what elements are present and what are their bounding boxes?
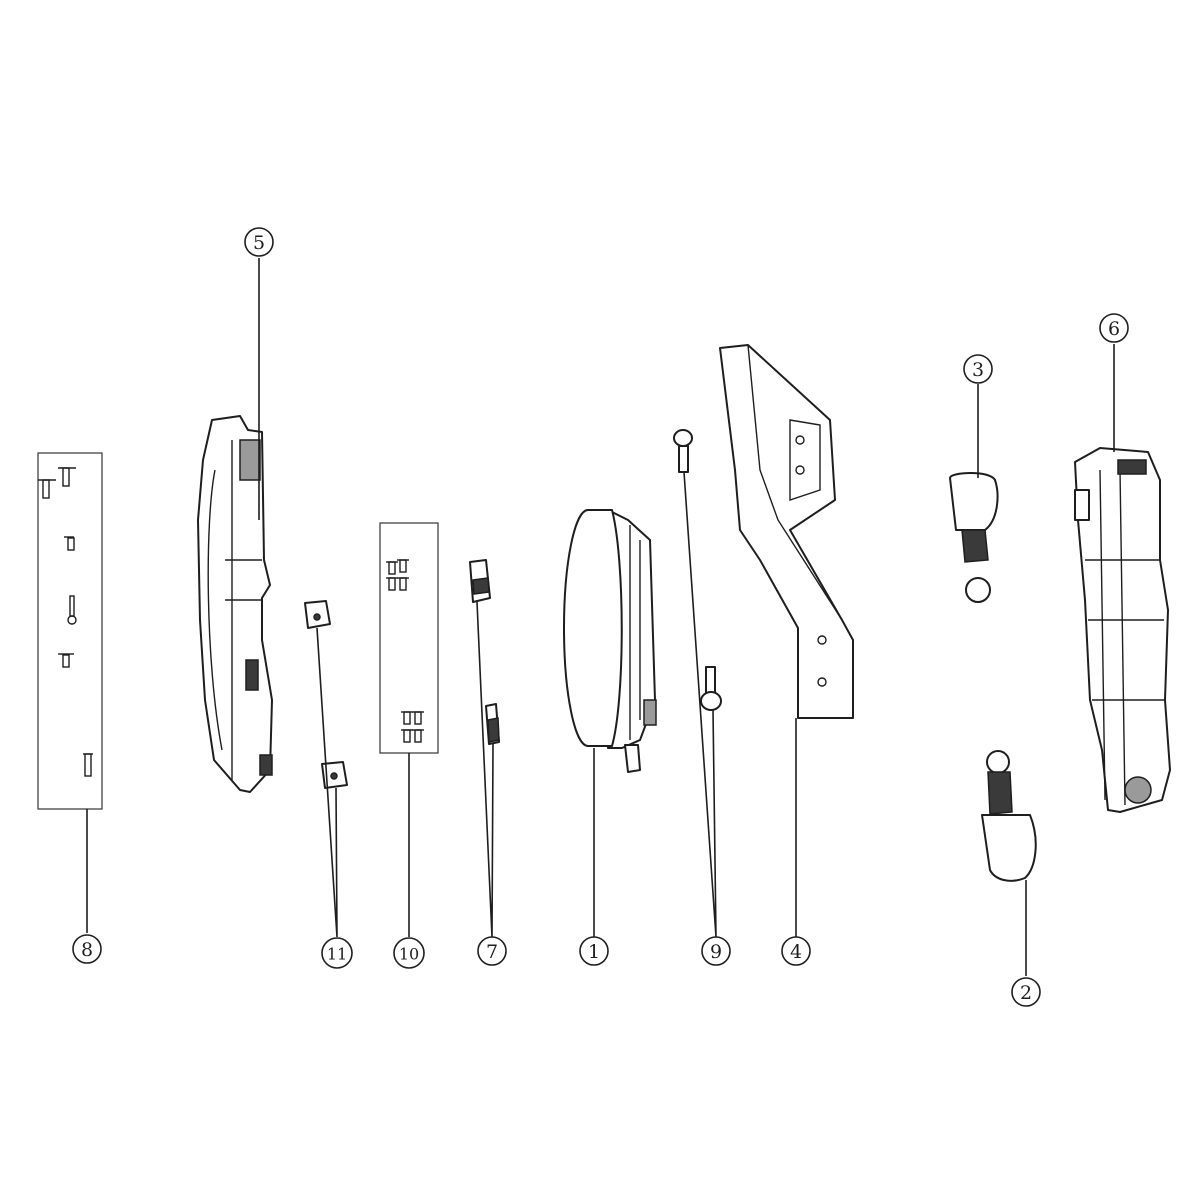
part-6-housing [1074,447,1171,813]
part-4-bracket [719,344,854,719]
part-2-connector [981,750,1037,882]
callout-7-label: 7 [486,941,498,963]
leader-9 [683,471,717,938]
callout-11-label: 11 [327,945,347,964]
callout-9: 9 [701,936,731,966]
callout-6: 6 [1099,313,1129,343]
part-1-lamp [563,509,657,773]
callout-11: 11 [321,937,353,969]
callout-3: 3 [963,354,993,384]
callout-2-label: 2 [1020,982,1032,1004]
part-5-housing [197,415,273,793]
callout-5-label: 5 [253,232,265,254]
callout-9-label: 9 [710,941,722,963]
callout-10: 10 [393,937,425,969]
callout-1-label: 1 [588,941,600,963]
callout-10-label: 10 [399,945,419,964]
callout-8-label: 8 [81,939,93,961]
part-8-screw-set [37,452,103,810]
part-9-bolts [673,429,722,711]
callout-6-label: 6 [1108,318,1120,340]
leader-7 [476,601,494,938]
callout-4-label: 4 [790,941,802,963]
part-7-blocks [469,559,500,745]
leader-11 [316,627,338,938]
callout-4: 4 [781,936,811,966]
callout-5: 5 [244,227,274,257]
callout-7: 7 [477,936,507,966]
callout-3-label: 3 [972,359,984,381]
part-3-connector [949,472,999,603]
callout-8: 8 [72,934,102,964]
part-11-clips [304,600,348,789]
part-10-screw-set [379,522,439,754]
callout-1: 1 [579,936,609,966]
callout-2: 2 [1011,977,1041,1007]
